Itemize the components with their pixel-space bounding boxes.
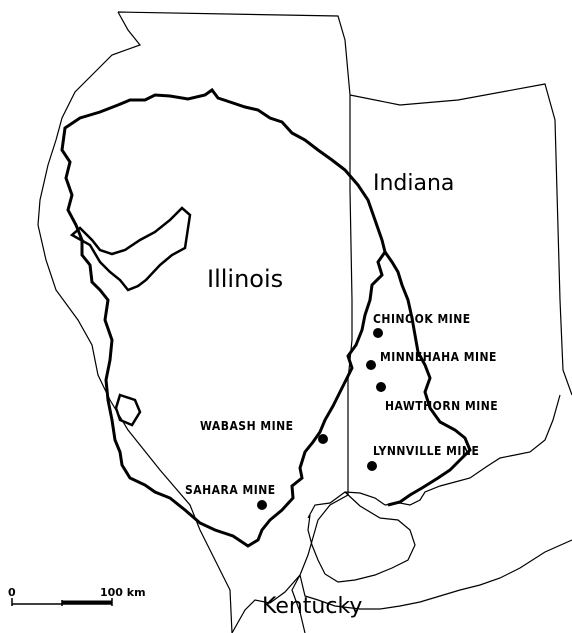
sahara-mine-marker (257, 500, 267, 510)
kentucky-boundary (291, 491, 572, 633)
state-label-kentucky: Kentucky (262, 594, 362, 619)
wabash-mine-label: WABASH MINE (200, 419, 294, 433)
scale-end-label: 100 km (100, 586, 146, 599)
chinook-mine-label: CHINOOK MINE (373, 312, 471, 326)
minnehaha-mine-label: MINNEHAHA MINE (380, 350, 497, 364)
hawthorn-mine-marker (376, 382, 386, 392)
wabash-mine-marker (318, 434, 328, 444)
illinois-basin-outline (60, 87, 387, 548)
lynnville-mine-marker (367, 461, 377, 471)
hawthorn-mine-label: HAWTHORN MINE (385, 399, 498, 413)
illinois-basin-inner-feature (69, 206, 192, 292)
sahara-mine-label: SAHARA MINE (185, 483, 276, 497)
scale-start-label: 0 (8, 586, 16, 599)
lynnville-mine-label: LYNNVILLE MINE (373, 444, 479, 458)
minnehaha-mine-marker (366, 360, 376, 370)
state-label-illinois: Illinois (207, 265, 283, 293)
illinois-basin-inner-feature (114, 393, 142, 427)
state-label-indiana: Indiana (373, 171, 454, 196)
chinook-mine-marker (373, 328, 383, 338)
scale-bar: 0 100 km (8, 586, 146, 606)
indiana-basin-outline (383, 251, 472, 507)
indiana-state-boundary (349, 83, 572, 506)
illinois-state-boundary (37, 11, 353, 633)
